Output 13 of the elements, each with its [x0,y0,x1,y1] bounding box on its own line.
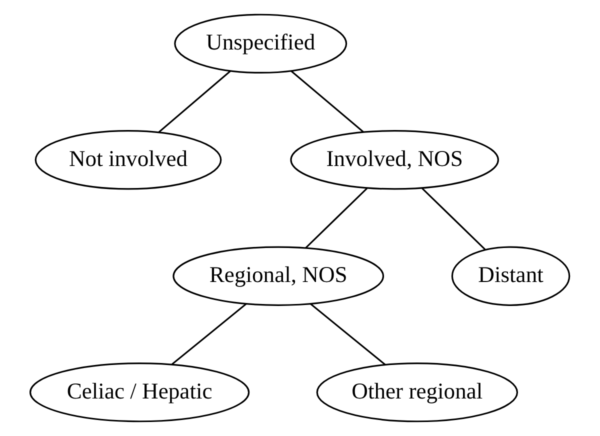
node-ellipse: Unspecified [174,14,348,74]
connector [158,70,232,133]
node-ellipse: Regional, NOS [172,246,384,306]
connector [305,188,368,248]
node-ellipse: Not involved [34,130,222,190]
connector [310,303,386,366]
connector [172,303,247,365]
node-ellipse: Distant [451,246,570,306]
connector [422,188,486,250]
node-ellipse: Other regional [316,362,518,422]
node-ellipse: Celiac / Hepatic [29,362,250,422]
node-ellipse: Involved, NOS [290,130,499,190]
connector [290,70,364,133]
